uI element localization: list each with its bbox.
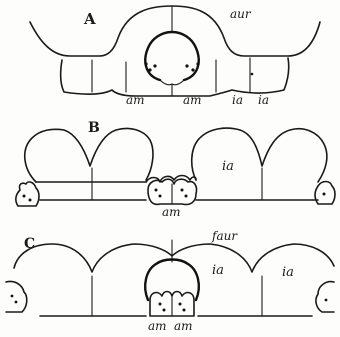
- panel-a-lower-contour: [61, 58, 289, 96]
- panel-a-dot: [148, 68, 151, 71]
- panel-b-left-knob: [16, 182, 39, 206]
- panel-c: C faur ia ia am am: [6, 229, 334, 333]
- panel-a-dot: [153, 64, 156, 67]
- panel-a-dot: [185, 64, 188, 67]
- panel-b-dot: [23, 195, 26, 198]
- panel-c-right-knob: [316, 282, 334, 312]
- panel-a: A aur am am ia ia: [30, 6, 320, 107]
- panel-a-dot: [144, 62, 147, 65]
- panel-b-dot: [323, 193, 326, 196]
- panel-c-left-knob: [6, 281, 27, 312]
- panel-c-label-bottom-2: am: [174, 319, 193, 333]
- panel-c-label-top: faur: [211, 229, 238, 243]
- panel-a-central-ring: [145, 32, 198, 80]
- panel-a-label-top: aur: [230, 7, 252, 21]
- panel-a-label-bottom-3: ia: [232, 93, 243, 107]
- panel-a-label-bottom-1: am: [126, 93, 145, 107]
- panel-b-right-contour: [192, 128, 327, 182]
- panel-c-dot: [179, 303, 182, 306]
- panel-c-dot: [325, 299, 328, 302]
- panel-b-label-bottom: am: [162, 205, 181, 219]
- panel-a-dot: [196, 62, 199, 65]
- panel-b: B ia am: [16, 120, 335, 219]
- panel-b-dot: [29, 199, 32, 202]
- panel-c-dot: [163, 309, 166, 312]
- panel-b-label-inner: ia: [222, 159, 234, 174]
- panel-c-letter: C: [24, 236, 35, 252]
- panel-b-dot: [181, 189, 184, 192]
- panel-c-dot: [15, 301, 18, 304]
- panel-c-dot: [11, 295, 14, 298]
- panel-b-letter: B: [88, 120, 100, 136]
- panel-a-letter: A: [83, 10, 96, 28]
- panel-b-dot: [159, 195, 162, 198]
- panel-c-dot: [159, 303, 162, 306]
- panel-a-label-bottom-4: ia: [258, 93, 269, 107]
- panel-c-label-inner-2: ia: [282, 265, 294, 280]
- panel-a-dot: [191, 68, 194, 71]
- panel-c-label-inner-1: ia: [212, 263, 224, 278]
- panel-b-left-contour: [25, 128, 153, 182]
- panel-a-ring-inner: [160, 80, 184, 85]
- panel-b-dot: [185, 195, 188, 198]
- panel-a-label-bottom-2: am: [183, 93, 202, 107]
- panel-b-dot: [155, 189, 158, 192]
- panel-a-dot: [251, 73, 254, 76]
- panel-c-dot: [183, 309, 186, 312]
- panel-c-label-bottom-1: am: [148, 319, 167, 333]
